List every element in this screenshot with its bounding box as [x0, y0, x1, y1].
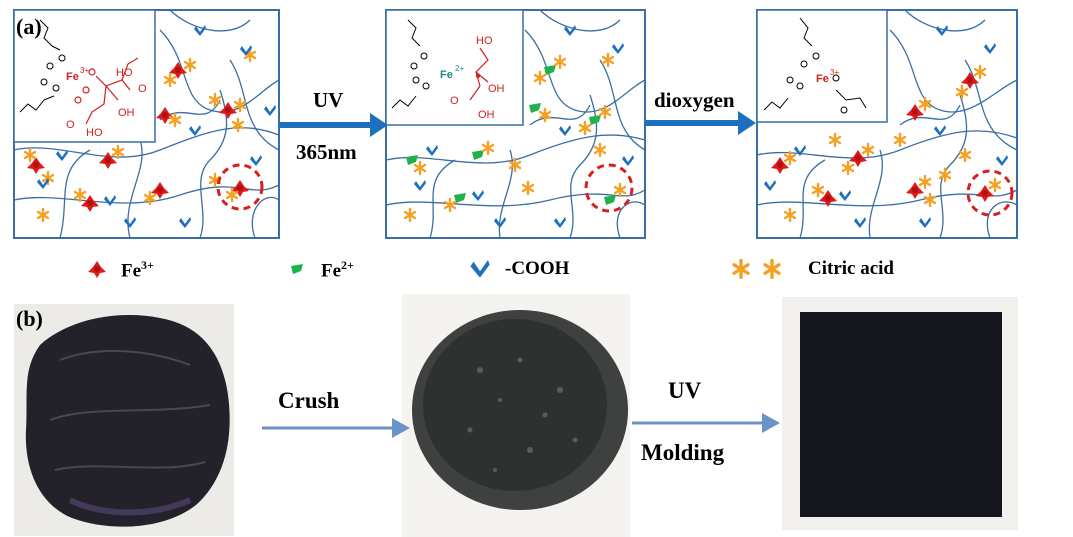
legend-citric-icon-2 [763, 258, 781, 280]
panel-a-box-3 [756, 9, 1018, 239]
highlight-circle-3 [966, 169, 1014, 217]
inset1-o-1: O [138, 83, 147, 95]
legend-citric-icon-1 [732, 258, 750, 280]
arrow-dioxygen [645, 111, 756, 135]
legend-cooh: -COOH [505, 258, 570, 279]
legend-citric: Citric acid [808, 258, 895, 279]
inset1-ho-1: HO [116, 67, 133, 79]
inset2-oh: OH [488, 83, 505, 95]
panel-a-box-2 [385, 9, 646, 239]
legend-cooh-icon [470, 260, 490, 278]
inset1-o-2: O [66, 119, 75, 131]
legend-fe2-icon [291, 264, 303, 274]
arrow-molding [632, 413, 780, 433]
inset-3-chemistry: Fe 3+ [763, 17, 867, 114]
highlight-circle-2 [584, 163, 634, 213]
arrow-uv [278, 113, 388, 137]
arrow-crush-label: Crush [278, 388, 340, 413]
inset2-ho-1: HO [476, 35, 493, 47]
highlight-circle-1 [216, 163, 264, 211]
inset1-charge: 3+ [80, 66, 89, 75]
photo-crushed-pellets [402, 294, 630, 537]
arrow-uv-label: UV [313, 88, 344, 112]
inset3-fe-text: Fe [816, 73, 829, 85]
legend-fe3: Fe3+ [121, 258, 154, 282]
inset3-charge: 3+ [830, 68, 839, 77]
inset1-ho-2: HO [86, 127, 103, 139]
panel-a-label: (a) [16, 14, 42, 39]
arrow-uv-molding-top: UV [668, 378, 702, 403]
arrow-crush [262, 418, 410, 438]
inset2-fe-text: Fe [440, 69, 453, 81]
inset1-oh-1: OH [118, 107, 135, 119]
arrow-dioxygen-label: dioxygen [654, 88, 735, 112]
inset1-fe-text: Fe [66, 71, 79, 83]
inset2-o: O [450, 95, 459, 107]
inset2-charge: 2+ [455, 64, 464, 73]
arrow-molding-label: Molding [641, 440, 725, 465]
panel-b-label: (b) [16, 306, 43, 331]
legend-fe3-icon [88, 261, 106, 278]
legend-fe2: Fe2+ [321, 258, 354, 282]
inset-2-chemistry: Fe 2+ HO OH O OH [391, 19, 505, 121]
inset-1-chemistry: Fe 3+ HO O OH O HO [19, 19, 147, 139]
inset2-oh-2: OH [478, 109, 495, 121]
photo-film [14, 304, 234, 536]
photo-molded-sheet [782, 297, 1018, 530]
arrow-365nm-label: 365nm [296, 140, 357, 164]
